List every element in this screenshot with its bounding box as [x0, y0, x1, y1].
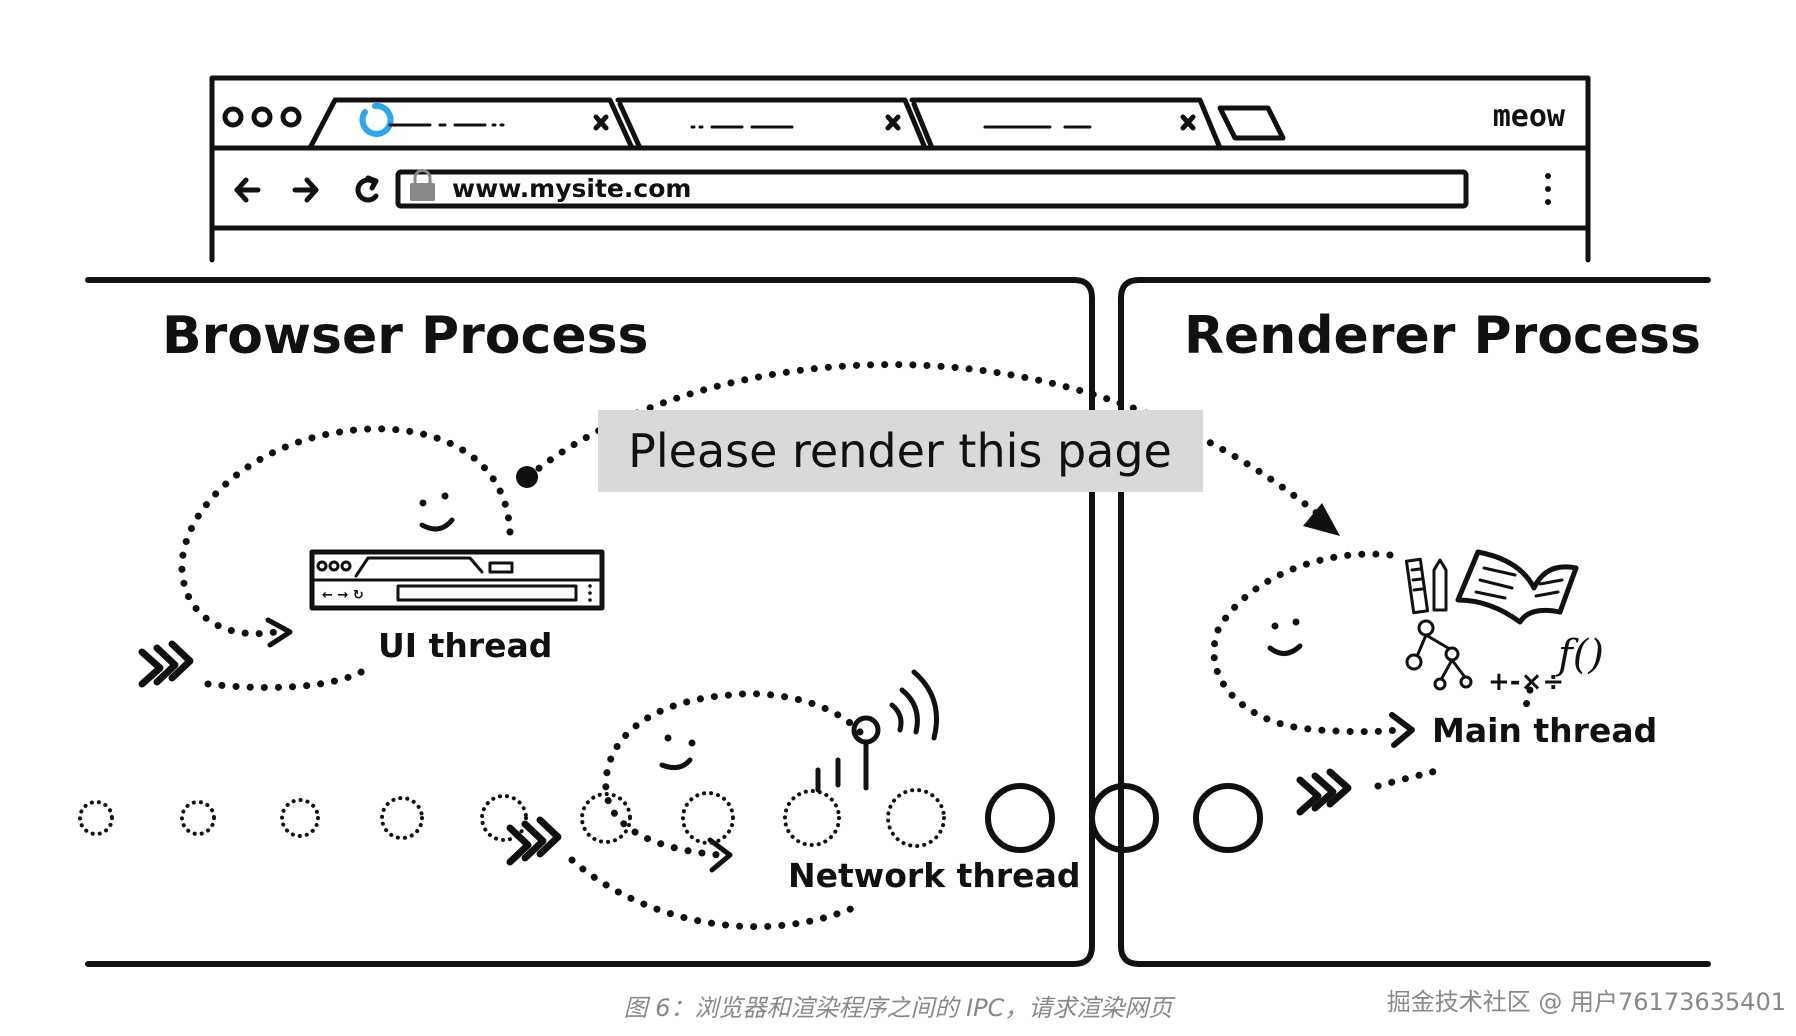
- close-icon: [593, 114, 609, 131]
- window-controls-icon: [222, 106, 302, 128]
- menu-dots-icon: [1545, 173, 1551, 205]
- function-symbol: f(): [1555, 632, 1604, 678]
- ipc-message: Please render this page: [598, 410, 1203, 492]
- message-background: [598, 410, 1203, 492]
- network-thread-loop: [602, 690, 864, 859]
- math-operators: +-×÷: [1488, 667, 1564, 697]
- close-icon: [885, 114, 901, 131]
- chevrons-icon: [1296, 768, 1352, 816]
- watermark: 掘金技术社区 @ 用户76173635401: [1386, 988, 1786, 1016]
- tab-3: [909, 97, 1223, 151]
- message-text: Please render this page: [628, 424, 1172, 478]
- renderer-process-title: Renderer Process: [1184, 306, 1701, 366]
- forward-arrow-icon: [292, 177, 319, 203]
- network-thread-label: Network thread: [788, 856, 1080, 895]
- face-icon: [1267, 618, 1303, 656]
- ruler-pencil-icon: [1404, 557, 1448, 615]
- antenna-icon: [815, 669, 939, 793]
- chevrons-icon: [506, 816, 562, 866]
- tab-1: [307, 97, 635, 151]
- close-icon: [1180, 114, 1196, 131]
- ui-thread: ← → ↻ UI thread: [138, 425, 605, 691]
- tree-graph-icon: [1405, 619, 1473, 691]
- url-text: www.mysite.com: [452, 174, 691, 203]
- loading-spinner-icon: [359, 102, 394, 137]
- ui-thread-label: UI thread: [378, 626, 552, 665]
- address-bar: [395, 169, 1469, 209]
- main-thread-loop: [1210, 550, 1402, 736]
- main-thread: +-×÷ f() Main thread: [1210, 549, 1657, 816]
- lock-icon: [410, 169, 435, 201]
- ipc-arrowhead-icon: [1303, 503, 1340, 536]
- face-icon: [419, 492, 455, 532]
- mini-browser-icon: ← → ↻: [309, 549, 605, 611]
- main-thread-label: Main thread: [1432, 711, 1657, 750]
- chevrons-icon: [138, 640, 194, 688]
- ui-thread-loop: [178, 425, 514, 638]
- browser-process-box: [85, 277, 1095, 967]
- browser-process-title: Browser Process: [162, 306, 648, 366]
- tab-2: [615, 97, 928, 151]
- browser-window-sketch: meow www.mysite.com: [209, 75, 1591, 263]
- renderer-process-box: [1118, 277, 1711, 967]
- new-tab-icon: [1217, 105, 1286, 141]
- face-icon: [659, 734, 696, 771]
- ipc-pipe: [78, 783, 1263, 853]
- ipc-message-origin: [516, 466, 538, 488]
- browser-brand: meow: [1493, 99, 1566, 134]
- book-icon: [1455, 549, 1579, 625]
- svg-text:← → ↻: ← → ↻: [322, 588, 364, 603]
- network-thread: Network thread: [506, 669, 1080, 931]
- figure-caption: 图 6：浏览器和渲染程序之间的 IPC，请求渲染网页: [623, 994, 1173, 1022]
- back-arrow-icon: [234, 177, 261, 203]
- reload-icon: [355, 175, 379, 203]
